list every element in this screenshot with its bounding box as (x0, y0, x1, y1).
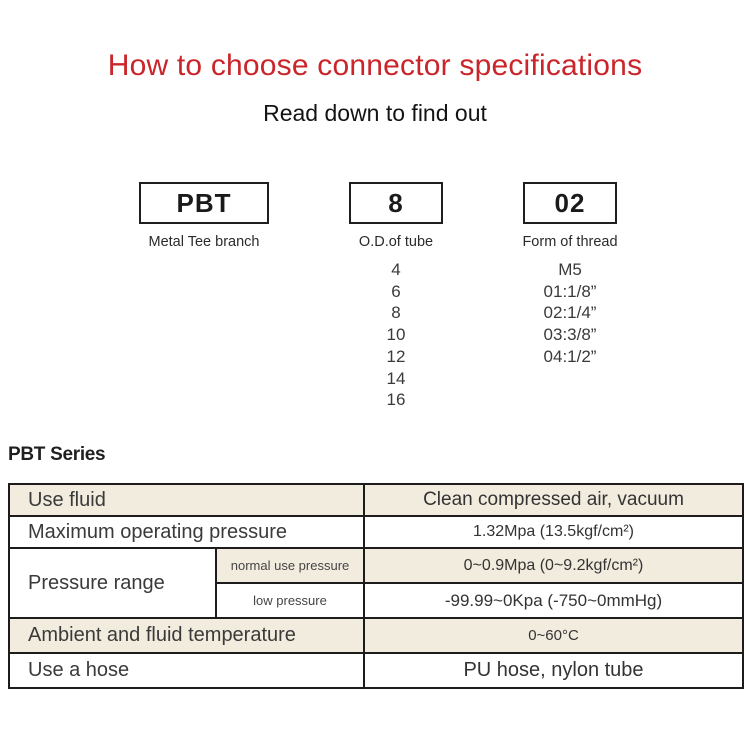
thread-code-box: 02 (523, 182, 617, 224)
table-row-low-pressure: low pressure -99.99~0Kpa (-750~0mmHg) (9, 582, 744, 619)
normal-pressure-value: 0~0.9Mpa (0~9.2kgf/cm²) (363, 547, 744, 584)
thread-option-list: M5 01:1/8” 02:1/4” 03:3/8” 04:1/2” (504, 259, 636, 368)
code-segment-series: PBT Metal Tee branch (139, 182, 269, 250)
thread-option: 04:1/2” (543, 346, 597, 366)
thread-option: 03:3/8” (543, 325, 597, 345)
tube-od-option: 6 (391, 281, 401, 301)
tube-od-option: 16 (386, 390, 406, 410)
code-segment-thread: 02 Form of thread M5 01:1/8” 02:1/4” 03:… (504, 182, 636, 368)
tube-od-option: 12 (386, 346, 406, 366)
hose-value: PU hose, nylon tube (363, 652, 744, 689)
table-row-use-fluid: Use fluid Clean compressed air, vacuum (8, 483, 744, 517)
tube-od-option: 10 (386, 325, 406, 345)
page-subtitle: Read down to find out (263, 100, 487, 126)
hose-label: Use a hose (8, 652, 365, 689)
thread-code-label: Form of thread (522, 234, 618, 250)
thread-option: M5 (558, 260, 582, 279)
tube-od-option: 14 (386, 368, 406, 388)
use-fluid-value: Clean compressed air, vacuum (363, 483, 744, 517)
series-code-box: PBT (139, 182, 269, 224)
tube-od-option: 4 (391, 260, 401, 279)
table-row-normal-pressure: Pressure range normal use pressure 0~0.9… (8, 547, 744, 619)
tube-od-option: 8 (391, 303, 401, 323)
max-pressure-label: Maximum operating pressure (8, 515, 365, 549)
low-pressure-value: -99.99~0Kpa (-750~0mmHg) (363, 582, 744, 619)
code-segment-tube-od: 8 O.D.of tube 4 6 8 10 12 14 16 (330, 182, 462, 411)
spec-table: Use fluid Clean compressed air, vacuum M… (8, 483, 744, 689)
temperature-label: Ambient and fluid temperature (8, 617, 365, 654)
pressure-range-label: Pressure range (8, 547, 217, 619)
tube-od-code-label: O.D.of tube (358, 234, 434, 250)
thread-option: 01:1/8” (543, 281, 597, 301)
thread-option: 02:1/4” (543, 303, 597, 323)
table-row-max-pressure: Maximum operating pressure 1.32Mpa (13.5… (8, 515, 744, 549)
series-heading: PBT Series (8, 444, 106, 465)
use-fluid-label: Use fluid (8, 483, 365, 517)
temperature-value: 0~60°C (363, 617, 744, 654)
tube-od-code-box: 8 (349, 182, 443, 224)
table-row-hose: Use a hose PU hose, nylon tube (8, 652, 744, 689)
max-pressure-value: 1.32Mpa (13.5kgf/cm²) (363, 515, 744, 549)
normal-pressure-label: normal use pressure (215, 547, 365, 584)
low-pressure-label: low pressure (215, 582, 365, 619)
table-row-temperature: Ambient and fluid temperature 0~60°C (8, 617, 744, 654)
tube-od-option-list: 4 6 8 10 12 14 16 (330, 259, 462, 411)
series-code-label: Metal Tee branch (148, 234, 260, 250)
page-title: How to choose connector specifications (107, 49, 643, 82)
